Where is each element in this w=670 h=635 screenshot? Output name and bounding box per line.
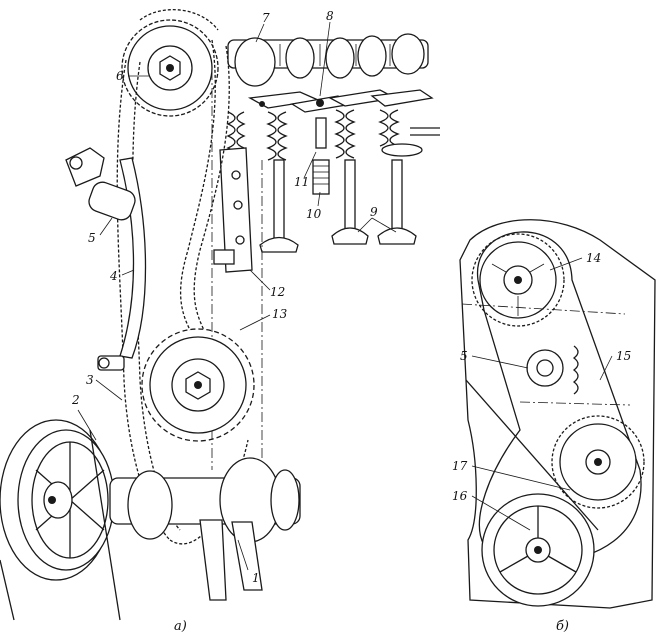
camshaft <box>227 33 429 87</box>
panel-b-belt-drive <box>459 219 656 609</box>
valve-springs <box>226 109 440 161</box>
label-6: 6 <box>116 69 124 83</box>
label-5b: 5 <box>460 349 468 363</box>
label-15: 15 <box>616 349 631 363</box>
crankshaft-sprocket <box>141 328 255 442</box>
label-12: 12 <box>270 285 285 299</box>
centerline-b1 <box>461 303 626 315</box>
label-2: 2 <box>71 393 80 407</box>
label-5: 5 <box>88 231 96 245</box>
label-13: 13 <box>272 307 288 321</box>
adjusting-bolt <box>312 117 330 195</box>
label-7: 7 <box>262 11 270 25</box>
crankshaft-pulley <box>0 419 121 621</box>
label-14: 14 <box>586 251 601 265</box>
label-4: 4 <box>109 269 118 283</box>
label-10: 10 <box>306 207 322 221</box>
label-9: 9 <box>370 205 378 219</box>
belt-tensioner-roller <box>526 345 579 395</box>
chain-tensioner <box>65 147 136 221</box>
label-8: 8 <box>326 9 334 23</box>
leader-lines <box>77 21 613 571</box>
engine-block-outline <box>459 219 656 609</box>
crankshaft-belt-pulley <box>481 493 595 607</box>
crankshaft <box>109 457 301 601</box>
label-17: 17 <box>452 459 468 473</box>
camshaft-sprocket <box>121 19 219 117</box>
auxiliary-pulley <box>551 415 645 509</box>
panel-b-caption: б) <box>556 619 569 634</box>
centerline-b2 <box>519 401 631 406</box>
callout-labels: 1 2 3 4 5 6 7 8 9 10 11 12 13 14 5 15 17… <box>71 9 631 634</box>
rocker-arms <box>247 89 434 113</box>
label-16: 16 <box>452 489 468 503</box>
rod <box>465 379 599 531</box>
label-11: 11 <box>294 175 309 189</box>
chain-guide <box>119 157 147 359</box>
label-1: 1 <box>252 571 260 585</box>
camshaft-pulley <box>471 233 565 327</box>
damper-bolt <box>97 355 125 371</box>
panel-a-chain-drive <box>0 9 440 621</box>
timing-belt <box>477 231 642 561</box>
chain-tensioner-bracket <box>213 147 253 273</box>
panel-a-caption: а) <box>174 619 187 634</box>
valves <box>259 159 417 253</box>
label-3: 3 <box>86 373 94 387</box>
